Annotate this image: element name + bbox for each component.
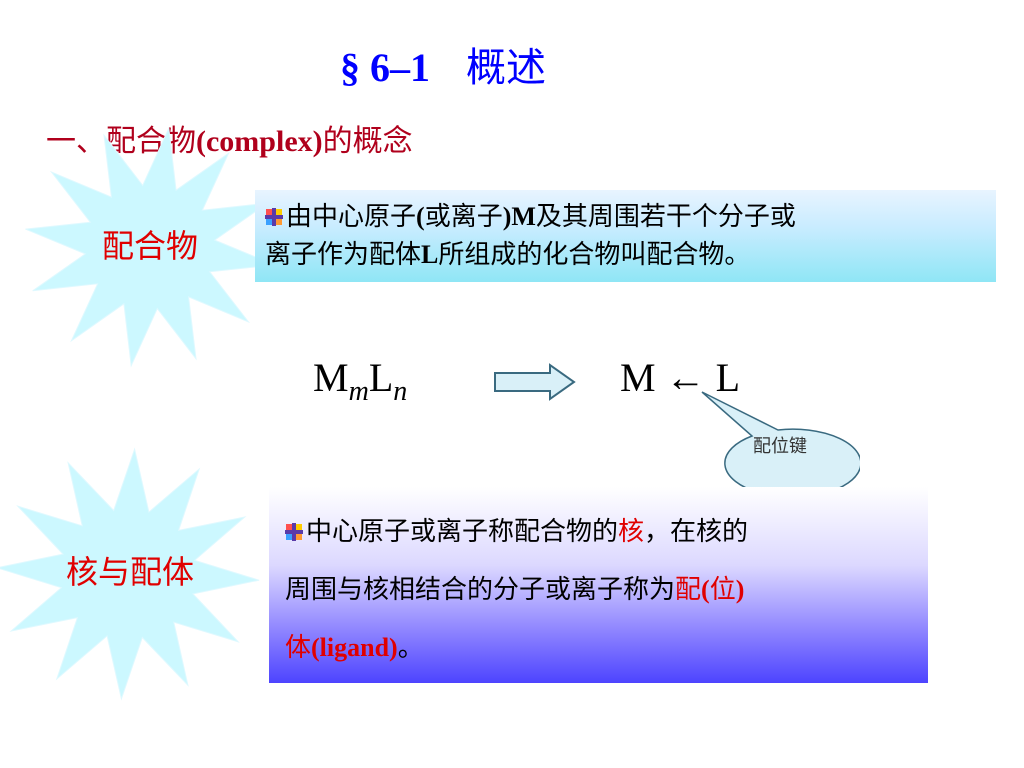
term-ligand: 体 <box>285 633 312 663</box>
term-ligand: 位 <box>709 575 736 605</box>
right-arrow-icon <box>494 363 576 401</box>
heading-latin: (complex) <box>196 125 323 158</box>
heading-prefix: 一、配合物 <box>46 124 196 159</box>
def-paren-open: ( <box>416 202 425 231</box>
term-ligand: 配 <box>675 575 702 605</box>
section-heading: 一、配合物(complex)的概念 <box>46 120 413 164</box>
slide-title: § 6–1 概述 <box>340 38 640 98</box>
ligand-text: 周围与核相结合的分子或离子称为 <box>285 575 676 605</box>
label-nucleus-ligand: 核与配体 <box>65 553 194 591</box>
title-text: 概述 <box>466 45 546 91</box>
def-text: 离子作为配体 <box>265 240 422 270</box>
formula-coordination: M ← L <box>620 355 740 400</box>
definition-box-ligand: 中心原子或离子称配合物的核，在核的周围与核相结合的分子或离子称为配(位) 体(li… <box>269 487 928 683</box>
heading-suffix: 的概念 <box>322 124 413 159</box>
term-ligand-english: (ligand) <box>311 633 398 662</box>
bullet-icon <box>265 208 283 226</box>
term-nucleus: 核 <box>618 517 645 547</box>
formula-l: L <box>368 355 394 400</box>
term-ligand: ( <box>701 575 710 604</box>
section-number: § 6–1 <box>340 45 430 90</box>
def-text: 及其周围若干个分子或 <box>535 202 796 232</box>
formula-sub-n: n <box>393 376 408 407</box>
def-text: 所组成的化合物叫配合物。 <box>438 240 751 270</box>
label-complex: 配合物 <box>101 227 198 265</box>
ligand-text: 。 <box>397 633 424 663</box>
ligand-text: 中心原子或离子称配合物的 <box>306 517 619 547</box>
definition-box-complex: 由中心原子(或离子)M及其周围若干个分子或离子作为配体L所组成的化合物叫配合物。 <box>255 190 996 282</box>
formula-m: M <box>313 355 349 400</box>
def-symbol-l: L <box>421 240 439 269</box>
ligand-text: ，在核的 <box>644 517 749 547</box>
callout-text: 配位键 <box>753 436 807 457</box>
formula-mmln: MmLn <box>313 354 407 409</box>
formula-sub-m: m <box>348 376 369 407</box>
def-text: 或离子 <box>424 202 503 232</box>
def-symbol-m: )M <box>502 202 536 231</box>
bullet-icon <box>285 523 303 541</box>
def-text: 由中心原子 <box>286 202 417 232</box>
term-ligand: ) <box>735 575 745 604</box>
